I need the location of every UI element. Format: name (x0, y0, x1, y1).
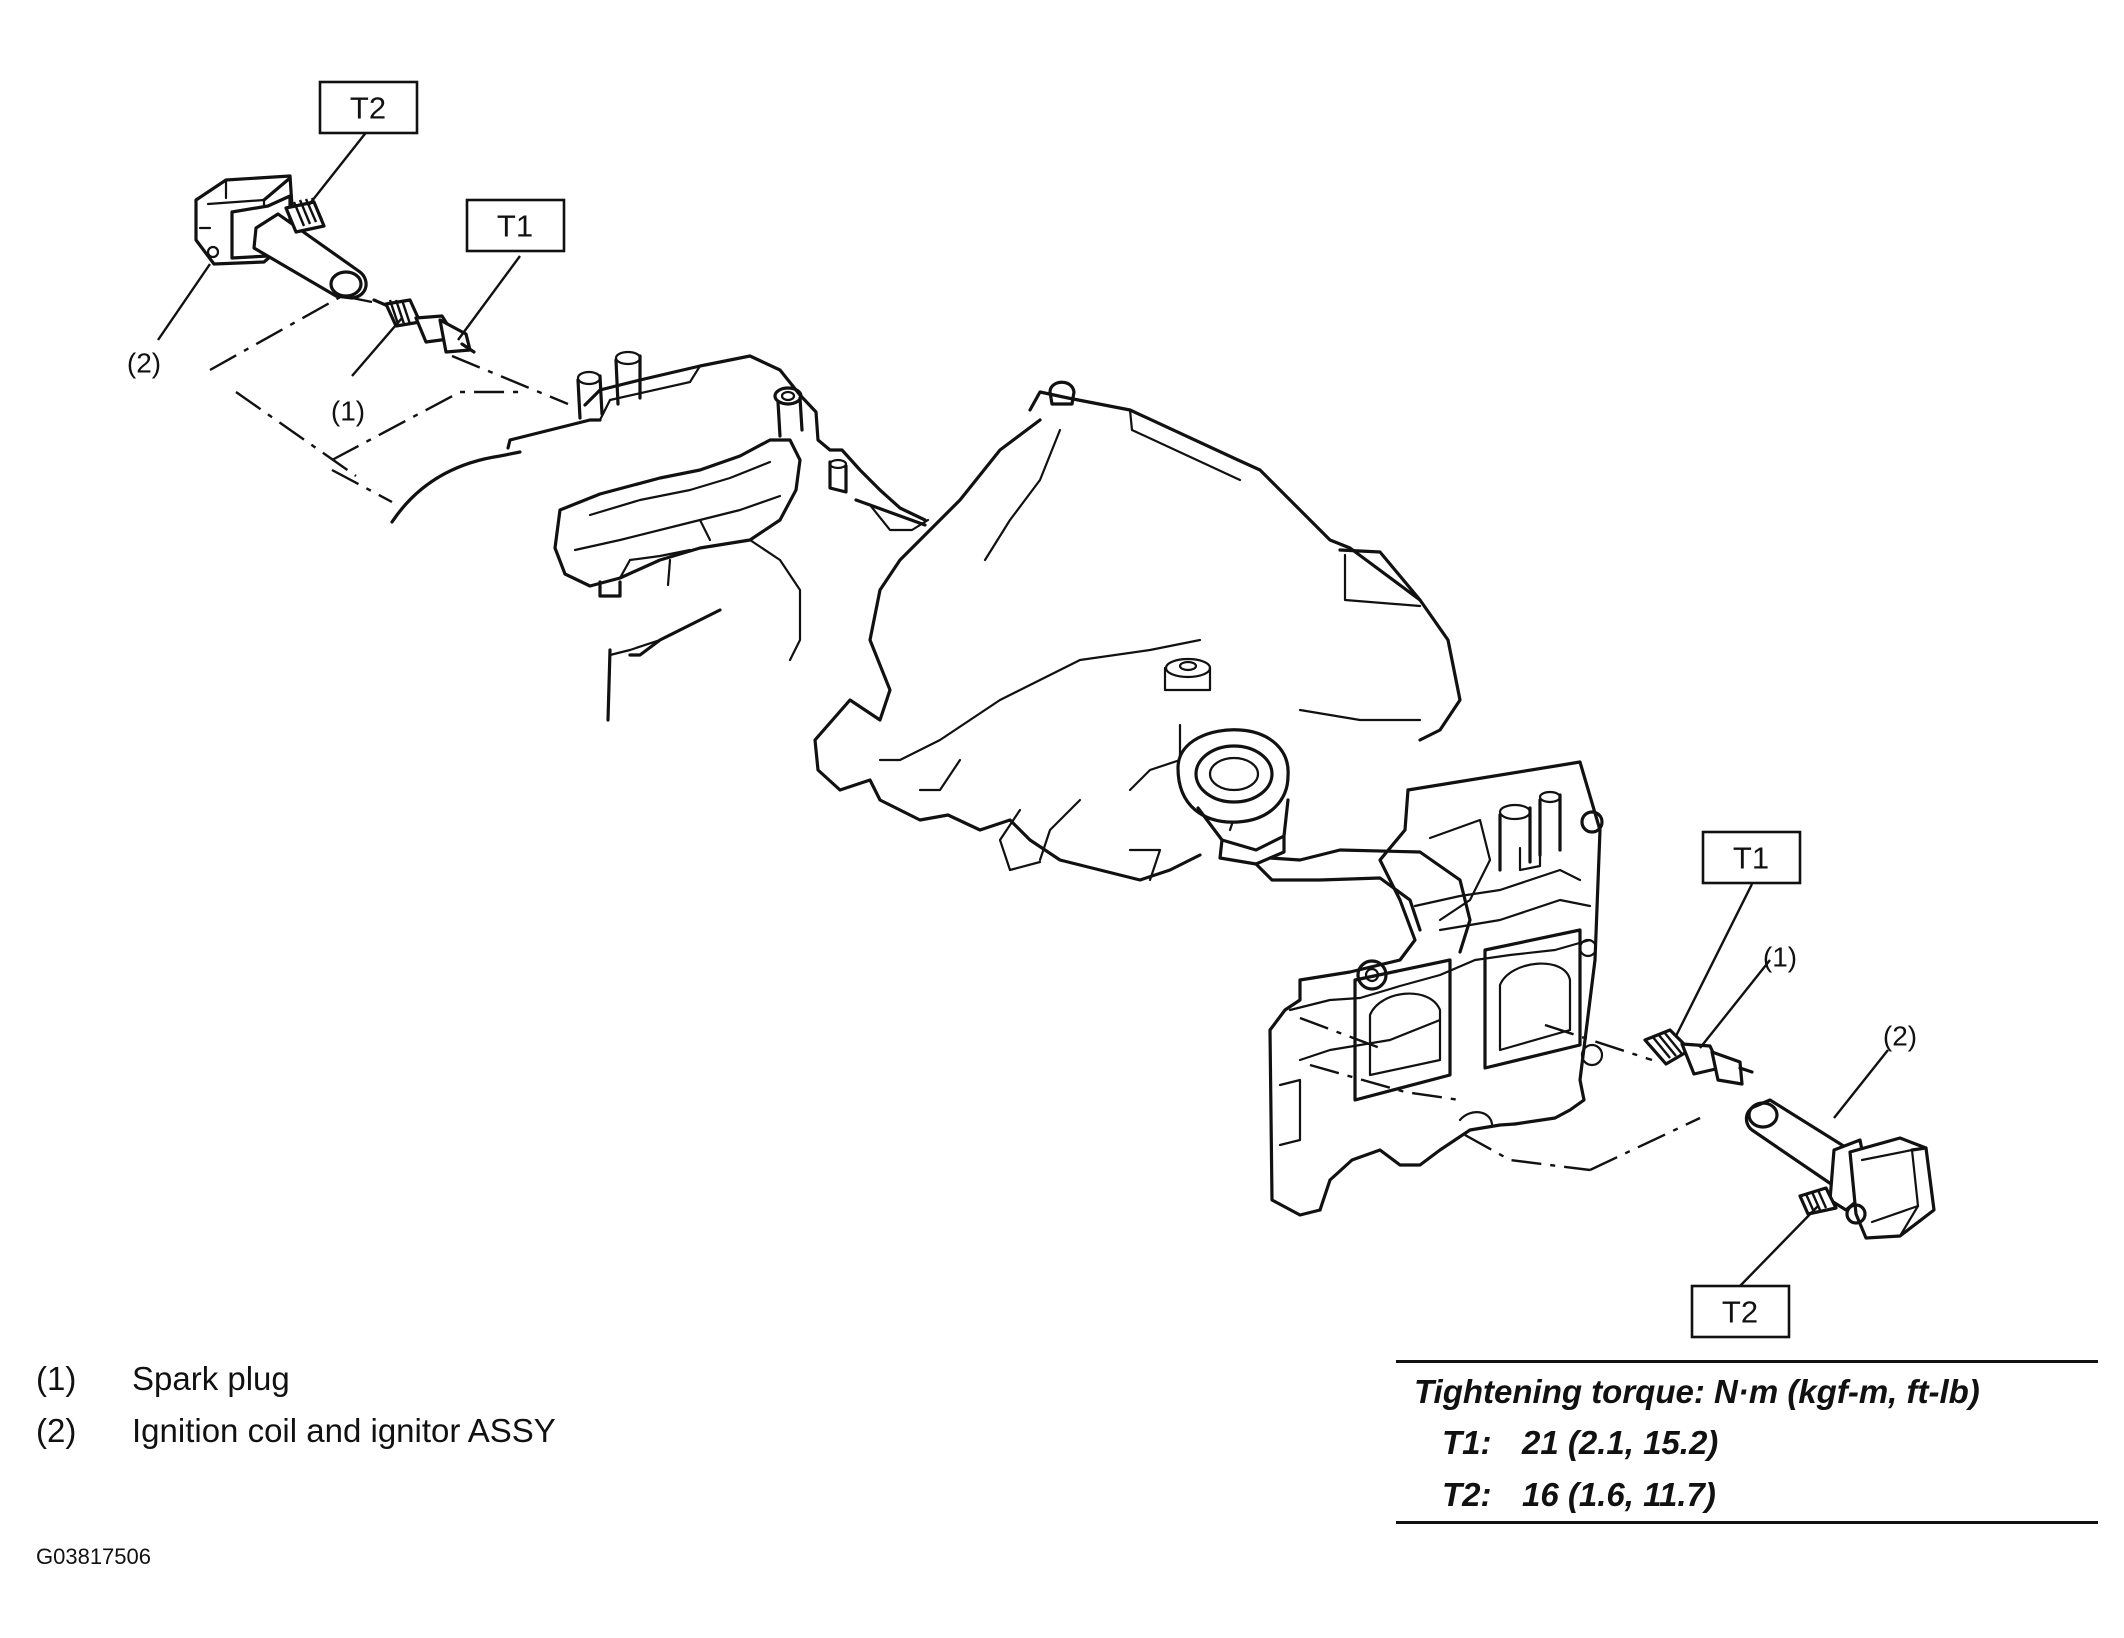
legend-item-number: (2) (36, 1412, 77, 1449)
legend-item-text: Ignition coil and ignitor ASSY (132, 1412, 556, 1449)
parts-legend: (1) Spark plug (2) Ignition coil and ign… (36, 1360, 556, 1464)
right-cylinder-head (1268, 760, 1604, 1217)
torque-callout-bottom-right-coil: T2 (1690, 1284, 1791, 1339)
spark-plug-top-left (372, 298, 476, 354)
part-callout-bottom-right-coil: (2) (1883, 1021, 1917, 1052)
legend-item: (1) Spark plug (36, 1360, 556, 1412)
left-cylinder-head (390, 350, 930, 722)
torque-row: T1: 21 (2.1, 15.2) (1396, 1417, 2098, 1469)
part-callout-top-left-coil: (2) (127, 348, 161, 379)
torque-table-title: Tightening torque: N·m (kgf-m, ft-lb) (1414, 1373, 1980, 1410)
legend-item-number: (1) (36, 1360, 77, 1397)
torque-value: 16 (1.6, 11.7) (1522, 1476, 1716, 1513)
torque-callout-top-left-coil: T2 (318, 80, 419, 135)
engine-block (813, 380, 1462, 882)
figure-code: G03817506 (36, 1544, 151, 1569)
torque-callout-bottom-right-plug: T1 (1701, 830, 1802, 885)
torque-callout-top-left-plug: T1 (465, 198, 566, 253)
spark-plug-bottom-right (1643, 1028, 1754, 1086)
torque-callout-label: T1 (1733, 841, 1769, 876)
torque-key: T1: (1442, 1424, 1492, 1461)
legend-item-text: Spark plug (132, 1360, 290, 1397)
torque-callout-label: T1 (497, 209, 533, 244)
torque-table: Tightening torque: N·m (kgf-m, ft-lb) T1… (1396, 1360, 2098, 1524)
torque-value: 21 (2.1, 15.2) (1522, 1424, 1719, 1461)
torque-key: T2: (1442, 1476, 1492, 1513)
torque-callout-label: T2 (350, 91, 386, 126)
part-callout-bottom-right-plug: (1) (1763, 942, 1797, 973)
oil-filler-cap (1176, 728, 1472, 954)
ignition-coil-bottom-right (1744, 1098, 1936, 1240)
torque-row: T2: 16 (1.6, 11.7) (1396, 1469, 2098, 1521)
torque-callout-label: T2 (1722, 1295, 1758, 1330)
leader-lines (157, 129, 1889, 1287)
legend-item: (2) Ignition coil and ignitor ASSY (36, 1412, 556, 1464)
part-callout-top-left-plug: (1) (331, 396, 365, 427)
ignition-coil-top-left (194, 174, 368, 300)
assembly-lines (209, 294, 1701, 1172)
